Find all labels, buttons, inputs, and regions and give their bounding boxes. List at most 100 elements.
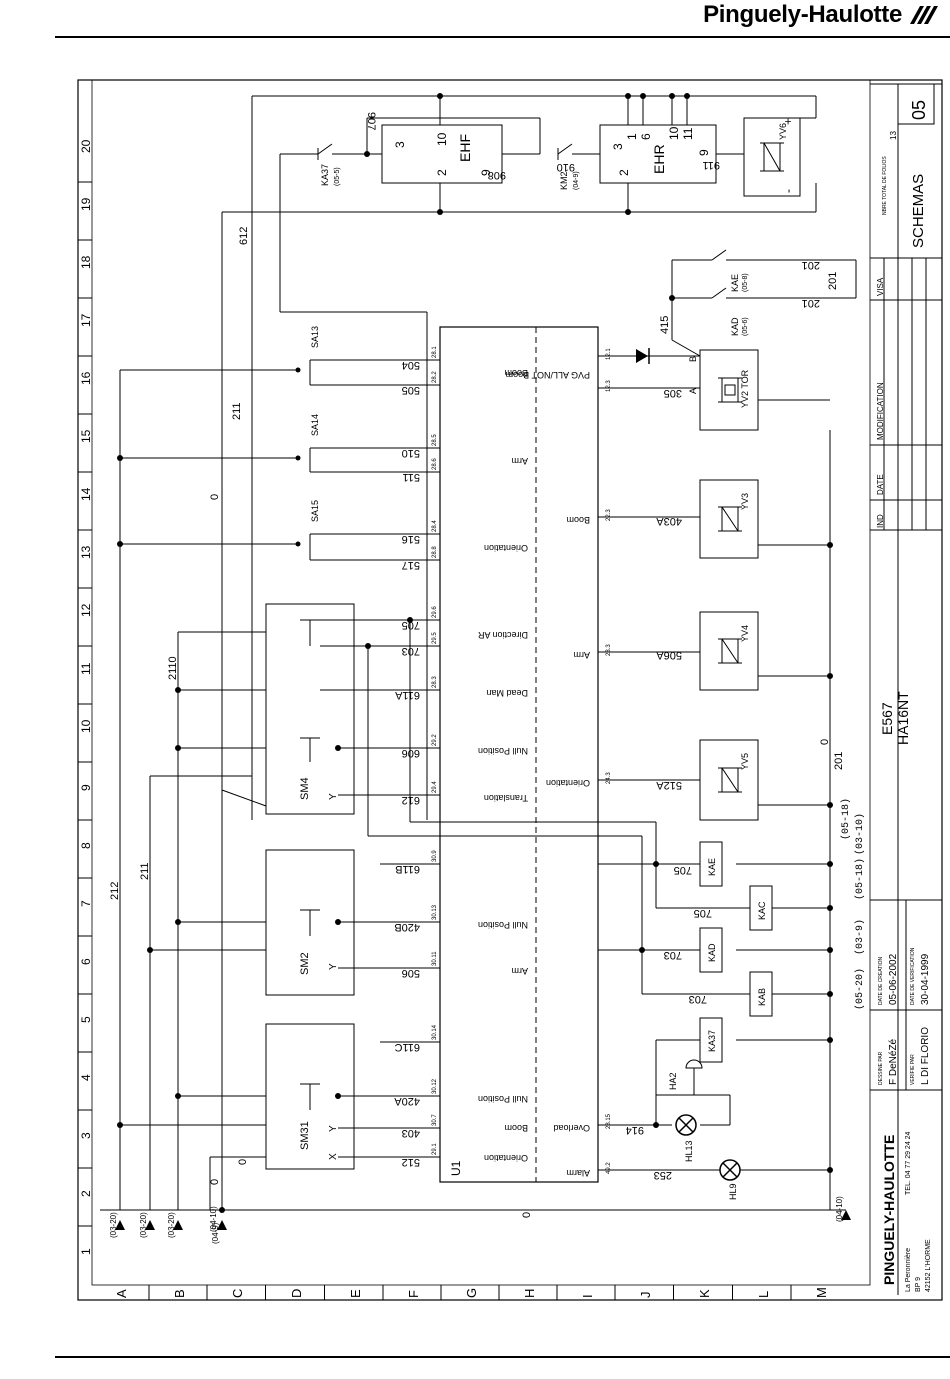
svg-text:612: 612 [238,227,250,245]
valve: YV4 [699,611,759,691]
svg-text:9: 9 [697,149,711,156]
svg-text:2: 2 [617,169,631,176]
grid-letter: C [230,1289,245,1298]
svg-text:30.14: 30.14 [432,1024,438,1040]
svg-text:22.3: 22.3 [606,509,612,521]
ha2-label: HA2 [668,1072,678,1090]
svg-text:42152 L'HORME: 42152 L'HORME [925,1239,932,1292]
relay-coil: KA37 [699,1017,723,1063]
grid-number: 15 [79,429,93,443]
grid-number: 1 [79,1248,93,1255]
joystick-sm2: SM2 Y [265,849,440,996]
svg-text:Y: Y [328,793,339,800]
svg-text:415: 415 [659,316,671,334]
u1-pin-numbers: 28.128.228.528.628.428.829.629.528.329.2… [432,346,612,1174]
u1-left-label: Arm [512,966,529,976]
solenoid-coil-icon [718,377,742,403]
wire-label: 506 [402,967,420,979]
svg-text:3: 3 [393,141,407,148]
svg-text:MODIFICATION: MODIFICATION [876,382,885,440]
title-block-text: NBRE TOTAL DE FOLIOS 13 05 SCHEMAS IND D… [876,100,932,1292]
wire-label: 517 [402,559,420,571]
ka37-top-ref: (05-5) [334,167,341,186]
wire-label: 611C [394,1041,420,1053]
svg-text:DESSINE PAR: DESSINE PAR [878,1051,884,1085]
svg-text:705: 705 [694,907,712,919]
svg-text:VISA: VISA [876,277,885,296]
svg-text:(05-20): (05-20) [854,968,866,1010]
switches-sa [309,359,440,561]
svg-text:3: 3 [611,143,625,150]
svg-text:La Peronnière: La Peronnière [905,1248,912,1292]
grid-number: 19 [79,197,93,211]
svg-text:201: 201 [833,752,845,770]
grid-number: 10 [79,719,93,733]
valve-ehf: 3 10 2 9 EHF [381,124,503,184]
grid-number: 12 [79,603,93,617]
wire-label: 606 [402,747,420,759]
wire-label: 516 [402,533,420,545]
svg-text:12.1: 12.1 [606,348,612,360]
diode-icon [636,348,650,364]
svg-text:0: 0 [209,494,221,500]
u1-right-label: Boom [566,515,590,525]
grid-letter: K [697,1289,712,1298]
valve: YV3 [699,479,759,559]
svg-text:705: 705 [674,864,692,876]
svg-text:10: 10 [435,132,449,146]
wire-label: 512 [402,1156,420,1168]
svg-text:28.5: 28.5 [432,434,438,446]
grid-number: 7 [79,900,93,907]
svg-text:-: - [781,189,795,193]
header-brand: Pinguely-Haulotte [703,0,938,30]
valve: YV2 TOR [699,349,759,431]
svg-text:253: 253 [654,1169,672,1181]
svg-text:(03-9): (03-9) [854,919,866,955]
grid-number: 20 [79,139,93,153]
hl9-label: HL9 [728,1183,738,1200]
sa15-label: SA15 [310,500,320,522]
ka37-top-label: KA37 [320,164,330,186]
svg-text:11: 11 [681,127,695,140]
grid-number: 6 [79,958,93,965]
grid-number: 16 [79,371,93,385]
grid-letter: A [114,1289,129,1298]
contact-km2: KM2 (04-9) [557,143,580,190]
svg-text:212: 212 [109,882,121,900]
svg-text:(03-10): (03-10) [854,813,866,855]
svg-text:29.1: 29.1 [432,1143,438,1155]
switch-labels: SA13 SA14 SA15 [310,326,320,522]
svg-text:30.12: 30.12 [432,1078,438,1094]
controller-u1: U1 [439,326,599,1183]
svg-text:(05-8): (05-8) [742,273,749,292]
grid-number: 5 [79,1016,93,1023]
sheet-references: (03-20)(03-20)(03-20)(04-10)(04-9)(04-10… [109,798,866,1244]
u1-right-labels: PVG ALL/NOT BoomBoomArmOrientationOverlo… [506,370,590,1178]
grid-letter: I [580,1294,595,1298]
svg-text:30.9: 30.9 [432,850,438,862]
u1-right-label: Arm [574,650,591,660]
km2-ref: (04-9) [573,171,580,190]
grid-number: 3 [79,1132,93,1139]
u1-left-label: Direction AR [477,630,528,640]
grid-number: 11 [79,662,93,675]
drawing-frame [77,79,943,1301]
right-junctions [653,295,833,1173]
contact-ka37-top: KA37 (05-5) [317,143,341,186]
grid-letter: E [348,1289,363,1298]
grid-number: 18 [79,255,93,269]
svg-text:24.3: 24.3 [606,772,612,784]
svg-text:DATE DE VERIFICATION: DATE DE VERIFICATION [910,947,916,1005]
svg-text:A: A [688,388,698,394]
bus-arrows [115,1210,851,1230]
svg-text:KAD: KAD [707,943,717,962]
svg-text:YV2 TOR: YV2 TOR [740,369,750,408]
svg-text:201: 201 [802,259,820,271]
u1-left-label: Orientation [484,543,528,553]
svg-text:703: 703 [664,949,682,961]
svg-text:28.1: 28.1 [432,346,438,358]
u1-left-label: Dead Man [486,688,528,698]
